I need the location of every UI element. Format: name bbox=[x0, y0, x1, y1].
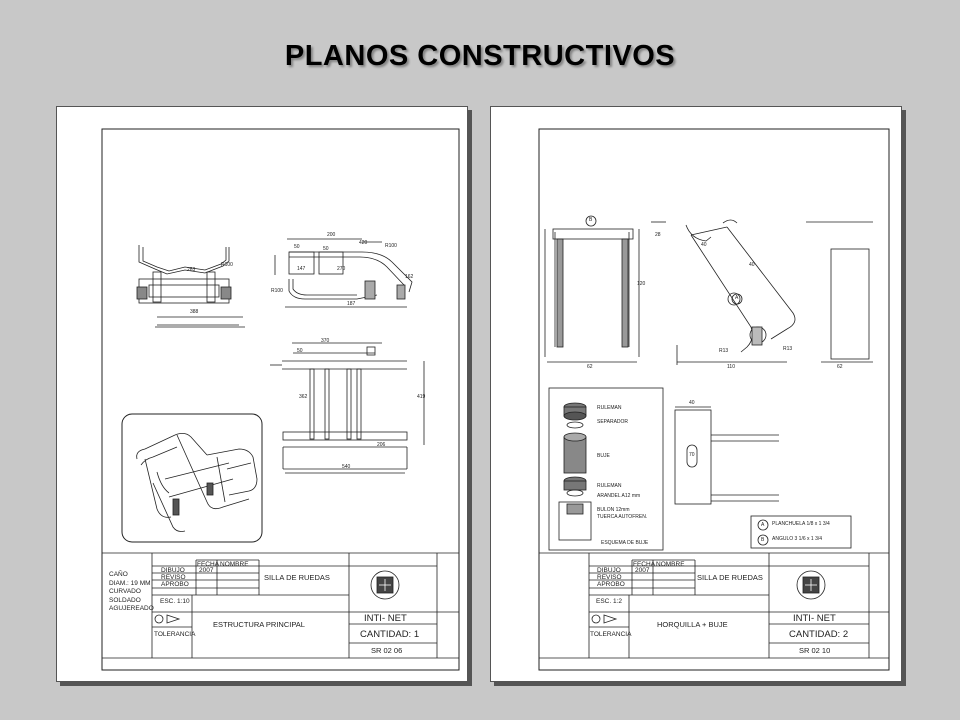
dim-label: 50 bbox=[297, 348, 303, 354]
company-name: INTI- NET bbox=[793, 613, 836, 624]
date-year: 2007 bbox=[635, 567, 650, 574]
legend-text-a: PLANCHUELA 1/8 x 1 3/4 bbox=[772, 521, 830, 527]
dim-label: 40 bbox=[701, 242, 707, 248]
tolerancia-label: TOLERANCIA bbox=[590, 631, 632, 638]
part-name: ESTRUCTURA PRINCIPAL bbox=[213, 620, 305, 629]
header-fecha: FECHA bbox=[633, 561, 656, 568]
dim-label: 206 bbox=[377, 442, 386, 448]
material-legend bbox=[731, 293, 852, 549]
material-line: AGUJEREADO bbox=[109, 605, 154, 612]
row-reviso: REVISO bbox=[161, 574, 186, 581]
project-name: SILLA DE RUEDAS bbox=[697, 573, 763, 582]
dim-label: 120 bbox=[637, 281, 646, 287]
part-label-ruleman: RULEMAN bbox=[597, 405, 622, 411]
view-fork-front bbox=[544, 215, 640, 363]
view-top bbox=[270, 342, 425, 474]
dim-label: 62 bbox=[837, 364, 843, 370]
dim-label: R100 bbox=[221, 262, 233, 268]
sheet1-drawing bbox=[101, 128, 460, 671]
dim-label: R100 bbox=[385, 243, 397, 249]
dim-label: R13 bbox=[783, 346, 793, 352]
part-label-bulon: BULON 12mm bbox=[597, 507, 630, 513]
view-fork-end bbox=[806, 221, 873, 363]
material-line: CAÑO bbox=[109, 571, 128, 578]
part-label-separador: SEPARADOR bbox=[597, 419, 629, 425]
header-nombre: NOMBRE bbox=[220, 561, 249, 568]
part-label-arandela: ARANDEL A12 mm bbox=[597, 493, 641, 499]
row-aprobo: APROBO bbox=[161, 581, 189, 588]
material-line: CURVADO bbox=[109, 588, 141, 595]
dim-label: 147 bbox=[297, 266, 306, 272]
dim-label: 420 bbox=[359, 240, 368, 246]
row-reviso: REVISO bbox=[597, 574, 622, 581]
dim-label: 419 bbox=[417, 394, 426, 400]
dim-label: 540 bbox=[342, 464, 351, 470]
view-fork-side bbox=[651, 219, 796, 365]
callout-a: A bbox=[735, 295, 739, 301]
dim-label: 28 bbox=[655, 232, 661, 238]
dim-label: 50 bbox=[294, 244, 300, 250]
dim-label: 70 bbox=[689, 452, 695, 458]
view-bushing-exploded bbox=[548, 387, 664, 551]
dim-label: 388 bbox=[190, 309, 199, 315]
row-aprobo: APROBO bbox=[597, 581, 625, 588]
drawing-code: SR 02 10 bbox=[799, 646, 831, 655]
header-nombre: NOMBRE bbox=[656, 561, 685, 568]
legend-key-b: B bbox=[761, 537, 765, 543]
header-fecha: FECHA bbox=[197, 561, 220, 568]
row-dibujo: DIBUJO bbox=[161, 567, 185, 574]
quantity-label: CANTIDAD: 1 bbox=[360, 629, 420, 640]
view-side bbox=[274, 238, 413, 308]
callout-b: B bbox=[589, 217, 593, 223]
part-label-ruleman: RULEMAN bbox=[597, 483, 622, 489]
dim-label: 362 bbox=[299, 394, 308, 400]
material-line: SOLDADO bbox=[109, 596, 141, 604]
view-isometric bbox=[121, 413, 263, 543]
dim-label: R13 bbox=[719, 348, 729, 354]
project-name: SILLA DE RUEDAS bbox=[264, 573, 330, 582]
quantity-label: CANTIDAD: 2 bbox=[789, 629, 849, 640]
dim-label: 40 bbox=[689, 400, 695, 406]
date-year: 2007 bbox=[199, 567, 214, 574]
company-name: INTI- NET bbox=[364, 613, 407, 624]
dim-label: 62 bbox=[587, 364, 593, 370]
page-title: PLANOS CONSTRUCTIVOS bbox=[284, 40, 676, 72]
title-block bbox=[102, 553, 459, 659]
view-front bbox=[136, 245, 245, 328]
dim-label: 283 bbox=[187, 267, 196, 273]
part-label-tuerca: TUERCA AUTOFREN. bbox=[597, 514, 648, 520]
part-name: HORQUILLA + BUJE bbox=[657, 620, 728, 629]
dim-label: 270 bbox=[337, 266, 346, 272]
dim-label: 110 bbox=[727, 364, 735, 370]
material-line: DIAM.: 19 MM bbox=[109, 579, 151, 587]
sheet2-drawing bbox=[538, 128, 890, 671]
part-label-buje: BUJE bbox=[597, 453, 610, 459]
dim-label: 162 bbox=[405, 274, 414, 280]
dim-label: 370 bbox=[321, 338, 330, 344]
legend-text-b: ANGULO 3 1/6 x 1 3/4 bbox=[772, 536, 823, 542]
dim-label: 200 bbox=[327, 232, 336, 238]
bushing-caption: ESQUEMA DE BUJE bbox=[601, 540, 649, 546]
dim-label: R100 bbox=[271, 288, 283, 294]
view-bushing-detail bbox=[674, 406, 779, 505]
scale-label: ESC. 1:2 bbox=[596, 598, 623, 605]
scale-label: ESC. 1:10 bbox=[160, 598, 190, 605]
tolerancia-label: TOLERANCIA bbox=[154, 631, 196, 638]
legend-key-a: A bbox=[761, 522, 765, 528]
drawing-sheet-estructura: 283 388 R100 R100 R100 50 147 270 162 20… bbox=[56, 106, 468, 682]
drawing-code: SR 02 06 bbox=[371, 646, 403, 655]
row-dibujo: DIBUJO bbox=[597, 567, 621, 574]
dim-label: 40 bbox=[749, 262, 755, 268]
drawing-sheet-horquilla: B A 28 120 40 110 40 R13 R13 62 62 40 70… bbox=[490, 106, 902, 682]
dim-label: 50 bbox=[323, 246, 329, 252]
title-block bbox=[539, 553, 889, 659]
materials-list: CAÑO DIAM.: 19 MM CURVADO SOLDADO AGUJER… bbox=[109, 571, 154, 614]
dim-label: 187 bbox=[347, 301, 356, 307]
